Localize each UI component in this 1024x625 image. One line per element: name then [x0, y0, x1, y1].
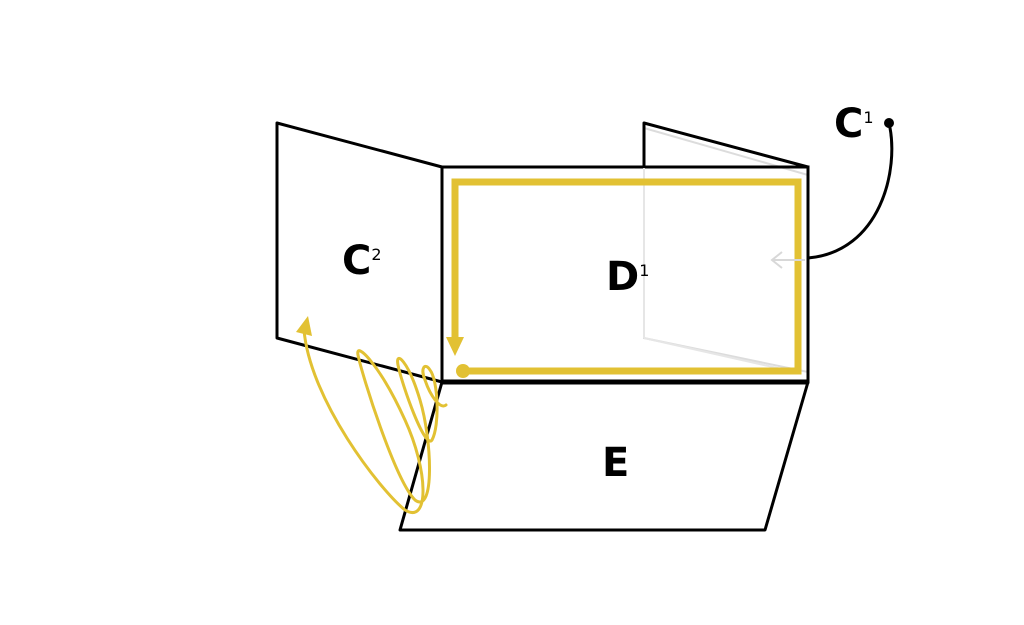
panel-d1: [440, 165, 810, 385]
label-c1-index: 1: [863, 108, 873, 127]
label-c2-letter: C: [342, 238, 371, 284]
label-c1: C1: [834, 101, 874, 147]
rectangular-arrow-path-icon: [446, 178, 802, 378]
label-d1-index: 1: [639, 261, 649, 280]
yellow-spiral-arrowhead: [296, 316, 312, 336]
panel-c1-ghost-shape: [643, 126, 809, 374]
panel-c1-ghost-inner: [643, 168, 796, 373]
panel-c1-edges: [642, 121, 809, 169]
panel-c1-visible-edge: [642, 121, 809, 169]
label-c1-letter: C: [834, 101, 863, 147]
spiral-arrow-icon: [296, 316, 448, 514]
ghost-arrow-head: [770, 251, 783, 269]
c1-callout-line: [807, 122, 894, 260]
label-e: E: [602, 440, 629, 486]
ghost-bottom-edge: [643, 337, 796, 373]
c1-callout: [807, 118, 894, 260]
panel-c1-ghost: [643, 126, 809, 374]
label-d1: D1: [606, 254, 649, 300]
ghost-arrow-icon: [770, 251, 805, 269]
yellow-spiral: [302, 328, 448, 514]
yellow-fold-path: [451, 178, 802, 375]
label-c2-index: 2: [371, 245, 381, 264]
yellow-fold-arrowhead: [446, 337, 464, 356]
c1-callout-dot: [884, 118, 894, 128]
label-c2: C2: [342, 238, 382, 284]
label-d1-letter: D: [606, 254, 639, 300]
yellow-fold-start-dot: [456, 364, 470, 378]
label-e-letter: E: [602, 440, 629, 486]
